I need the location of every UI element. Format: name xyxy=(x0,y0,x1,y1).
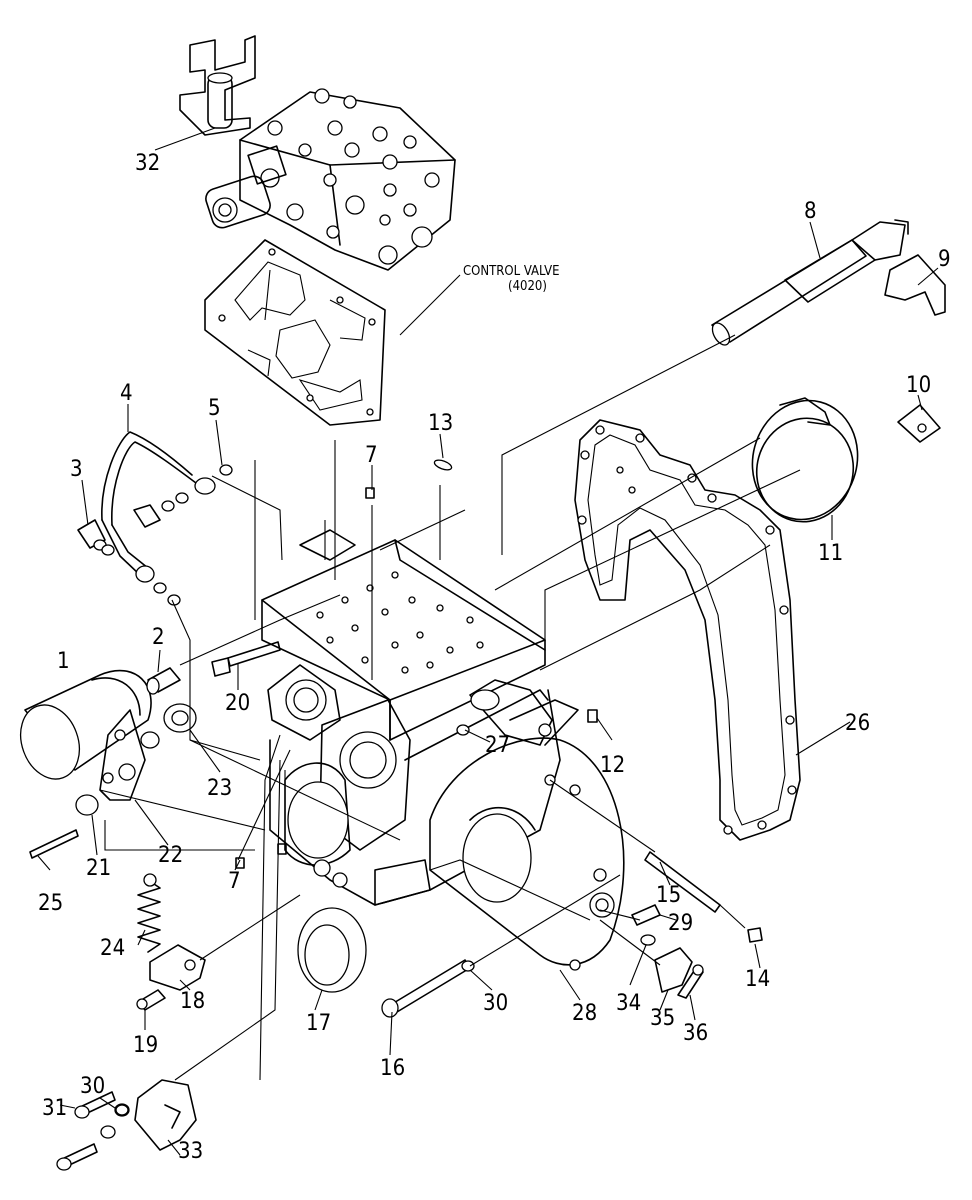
pin-15 xyxy=(644,851,721,913)
callout-17: 17 xyxy=(306,1011,331,1036)
small-plugs xyxy=(235,459,598,869)
callout-35: 35 xyxy=(650,1006,675,1031)
lever-33 xyxy=(134,1079,197,1151)
callout-25: 25 xyxy=(38,891,63,916)
callout-20: 20 xyxy=(225,691,250,716)
seal-23 xyxy=(140,703,197,749)
rear-cover-28 xyxy=(429,737,625,971)
callout-19: 19 xyxy=(133,1033,158,1058)
callout-5: 5 xyxy=(208,396,221,421)
callout-10: 10 xyxy=(906,373,931,398)
callout-8: 8 xyxy=(804,199,817,224)
callout-28: 28 xyxy=(572,1001,597,1026)
pin-25 xyxy=(29,829,79,859)
callout-21: 21 xyxy=(86,856,111,881)
fitting-2 xyxy=(146,667,181,695)
callout-11: 11 xyxy=(818,541,843,566)
callout-32: 32 xyxy=(135,151,160,176)
callout-2: 2 xyxy=(152,625,165,650)
bracket-22 xyxy=(99,709,146,801)
bolt-36 xyxy=(677,964,704,999)
brake-band-11 xyxy=(751,397,859,523)
bracket-32 xyxy=(179,35,256,136)
callout-4: 4 xyxy=(120,381,133,406)
plate-9 xyxy=(884,254,946,316)
bolt-20 xyxy=(211,641,281,677)
callout-30-bottom: 30 xyxy=(483,991,508,1016)
callout-16: 16 xyxy=(380,1056,405,1081)
shaft-8 xyxy=(711,219,909,346)
bolt-16 xyxy=(381,959,471,1018)
callout-30-left: 30 xyxy=(80,1074,105,1099)
callout-29: 29 xyxy=(668,911,693,936)
clip-10 xyxy=(897,404,941,443)
cap-14 xyxy=(747,927,763,943)
seal-17 xyxy=(297,907,367,993)
callout-33: 33 xyxy=(178,1139,203,1164)
callout-34: 34 xyxy=(616,991,641,1016)
callout-9: 9 xyxy=(938,247,951,272)
spring-24 xyxy=(137,873,161,953)
bracket-18 xyxy=(149,944,206,991)
callout-24: 24 xyxy=(100,936,125,961)
pump-cover xyxy=(469,679,579,746)
solenoid-valve xyxy=(205,145,287,229)
callout-27: 27 xyxy=(485,733,510,758)
pipe-4 xyxy=(101,431,216,583)
washer-30 xyxy=(115,960,475,1116)
callout-12: 12 xyxy=(600,753,625,778)
o-ring-34 xyxy=(640,934,656,946)
callout-labels: 1 2 3 4 5 7 7 8 9 10 11 12 13 14 15 16 1… xyxy=(38,151,951,1164)
transmission-case xyxy=(261,529,561,906)
control-valve-body xyxy=(239,88,456,271)
gasket-26 xyxy=(574,419,801,841)
callout-15: 15 xyxy=(656,883,681,908)
callout-31: 31 xyxy=(42,1096,67,1121)
callout-36: 36 xyxy=(683,1021,708,1046)
callout-13: 13 xyxy=(428,411,453,436)
callout-14: 14 xyxy=(745,967,770,992)
valve-separator-plate xyxy=(204,239,386,426)
callout-18: 18 xyxy=(180,989,205,1014)
bolts-31 xyxy=(56,1091,130,1171)
callout-7-top: 7 xyxy=(365,443,378,468)
callout-23: 23 xyxy=(207,776,232,801)
control-valve-model: (4020) xyxy=(508,279,547,294)
callout-3: 3 xyxy=(70,457,83,482)
callout-7-left: 7 xyxy=(228,869,241,894)
control-valve-label: CONTROL VALVE xyxy=(463,264,559,279)
callout-22: 22 xyxy=(158,843,183,868)
callout-26: 26 xyxy=(845,711,870,736)
o-ring-21 xyxy=(75,794,99,816)
oil-filter-1 xyxy=(20,669,152,780)
cover-35 xyxy=(654,947,693,993)
callout-1: 1 xyxy=(57,649,70,674)
bolt-19 xyxy=(136,989,166,1011)
plug-29 xyxy=(631,904,661,926)
banjo-bolts xyxy=(77,464,233,606)
leader-lines xyxy=(37,127,939,1156)
